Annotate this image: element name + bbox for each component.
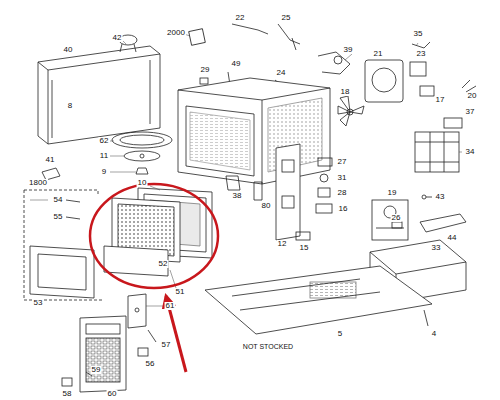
highlight	[90, 184, 218, 372]
callout-number: 38	[232, 192, 243, 200]
callout-number: 43	[435, 193, 446, 201]
callout-number: 25	[281, 14, 292, 22]
highlight-ellipse	[90, 184, 218, 288]
callout-number: 55	[53, 213, 64, 221]
callout-number: 17	[435, 96, 446, 104]
callout-number: 56	[145, 360, 156, 368]
callout-number: 53	[33, 299, 44, 307]
callout-number: 60	[107, 390, 118, 398]
callout-number: 26	[391, 214, 402, 222]
callout-number: 34	[465, 148, 476, 156]
callout-number: 9	[101, 168, 107, 176]
callout-number: 16	[338, 205, 349, 213]
callout-number: 37	[465, 108, 476, 116]
callout-number: 33	[431, 244, 442, 252]
callout-number: 40	[63, 46, 74, 54]
callout-number: 5	[337, 330, 343, 338]
callout-number: 61	[165, 302, 176, 310]
callout-number: NOT STOCKED	[242, 343, 294, 350]
callout-number: 42	[112, 34, 123, 42]
callout-number: 52	[158, 260, 169, 268]
callout-number: 44	[447, 234, 458, 242]
callout-number: 62	[99, 137, 110, 145]
callout-number: 29	[200, 66, 211, 74]
leader-lines	[30, 34, 462, 306]
callout-number: 23	[416, 50, 427, 58]
callout-number: 1800	[28, 179, 48, 187]
callout-number: 80	[261, 202, 272, 210]
callout-number: 12	[277, 240, 288, 248]
callout-number: 31	[337, 174, 348, 182]
callout-number: 27	[337, 158, 348, 166]
callout-number: 39	[343, 46, 354, 54]
callout-number: 59	[91, 366, 102, 374]
callout-number: 4	[431, 330, 437, 338]
callout-number: 10	[137, 179, 148, 187]
callout-number: 49	[231, 60, 242, 68]
callout-number: 11	[99, 152, 109, 160]
callout-number: 41	[45, 156, 56, 164]
callout-number: 51	[175, 288, 186, 296]
callout-number: 58	[62, 390, 73, 398]
callout-number: 18	[340, 88, 351, 96]
callout-number: 20	[467, 92, 478, 100]
callout-number: 28	[337, 189, 348, 197]
callout-number: 54	[53, 196, 64, 204]
callout-number: 2000	[166, 29, 186, 37]
callout-number: 24	[276, 69, 287, 77]
callout-number: 19	[387, 189, 398, 197]
part-outlines	[24, 24, 476, 392]
callout-number: 57	[161, 341, 172, 349]
callout-number: 22	[235, 14, 246, 22]
callout-number: 15	[299, 244, 310, 252]
callout-number: 8	[67, 102, 73, 110]
callout-number: 35	[413, 30, 424, 38]
callout-number: 21	[373, 50, 384, 58]
